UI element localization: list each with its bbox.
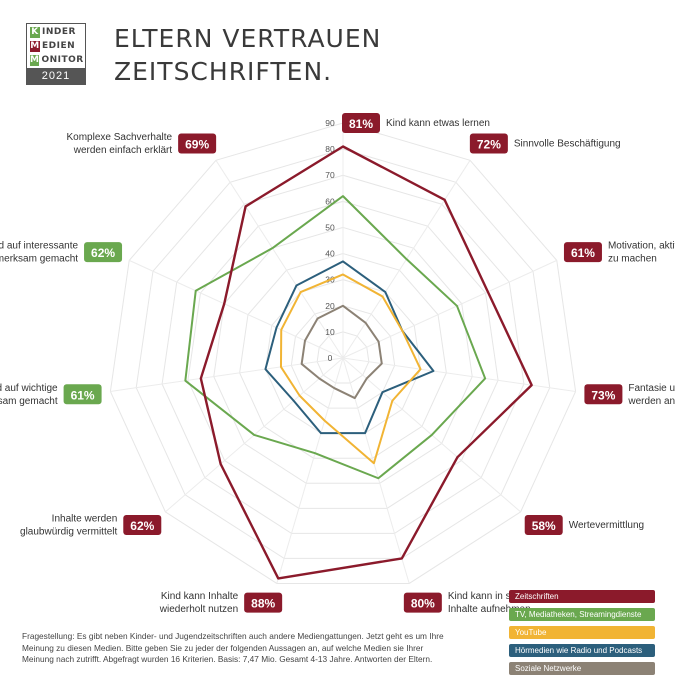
chart-legend: Zeitschriften TV, Mediatheken, Streaming… — [509, 590, 655, 680]
radial-tick-label: 40 — [325, 249, 335, 259]
category-label-2: Motivation, aktiv etwas — [608, 241, 675, 252]
category-label-7: Inhalte werden — [52, 513, 118, 524]
category-label-1: Sinnvolle Beschäftigung — [514, 138, 621, 149]
value-badge-text-0: 81% — [349, 117, 373, 131]
legend-item-hoermedien: Hörmedien wie Radio und Podcasts — [509, 644, 655, 657]
category-label-10: Komplexe Sachverhalte — [67, 132, 173, 143]
category-label-9: Kind wird auf interessante — [0, 241, 78, 252]
grid-spoke — [343, 260, 557, 358]
value-badge-text-6: 88% — [251, 597, 275, 611]
series-line-4 — [302, 306, 382, 398]
value-badge-text-9: 62% — [91, 246, 115, 260]
value-badge-text-2: 61% — [571, 246, 595, 260]
category-label-3: werden angeregt — [627, 396, 675, 407]
value-badge-text-7: 62% — [130, 519, 154, 533]
radial-tick-label: 20 — [325, 301, 335, 311]
radial-tick-label: 70 — [325, 170, 335, 180]
category-label-6: Kind kann Inhalte — [161, 591, 239, 602]
category-label-6: wiederholt nutzen — [159, 604, 238, 615]
value-badge-text-5: 80% — [411, 597, 435, 611]
category-label-10: werden einfach erklärt — [73, 145, 173, 156]
radial-tick-label: 10 — [325, 327, 335, 337]
category-label-8: Themen aufmerksam gemacht — [0, 396, 58, 407]
legend-item-youtube: YouTube — [509, 626, 655, 639]
grid-spoke — [110, 358, 343, 391]
category-label-7: glaubwürdig vermittelt — [20, 526, 117, 537]
legend-item-soziale-netzwerke: Soziale Netzwerke — [509, 662, 655, 675]
value-badge-text-10: 69% — [185, 137, 209, 151]
value-badge-text-1: 72% — [477, 137, 501, 151]
category-label-2: zu machen — [608, 254, 657, 265]
footnote: Fragestellung: Es gibt neben Kinder- und… — [22, 631, 452, 666]
radial-tick-label: 50 — [325, 222, 335, 232]
series-line-0 — [201, 147, 532, 579]
series-line-1 — [185, 196, 485, 478]
category-label-8: Kind wird auf wichtige — [0, 383, 58, 394]
category-label-9: Produkte aufmerksam gemacht — [0, 254, 78, 265]
series-line-2 — [281, 274, 421, 463]
value-badge-text-4: 58% — [532, 519, 556, 533]
radial-tick-label: 90 — [325, 118, 335, 128]
value-badge-text-3: 73% — [591, 388, 615, 402]
value-badge-text-8: 61% — [71, 388, 95, 402]
radial-tick-label: 0 — [328, 353, 333, 363]
legend-item-zeitschriften: Zeitschriften — [509, 590, 655, 603]
category-label-0: Kind kann etwas lernen — [386, 118, 490, 129]
grid-spoke — [129, 260, 343, 358]
category-label-3: Fantasie und Kreativität — [628, 383, 675, 394]
legend-item-tv: TV, Mediatheken, Streamingdienste — [509, 608, 655, 621]
grid-spoke — [343, 358, 576, 391]
category-label-4: Wertevermittlung — [569, 520, 644, 531]
